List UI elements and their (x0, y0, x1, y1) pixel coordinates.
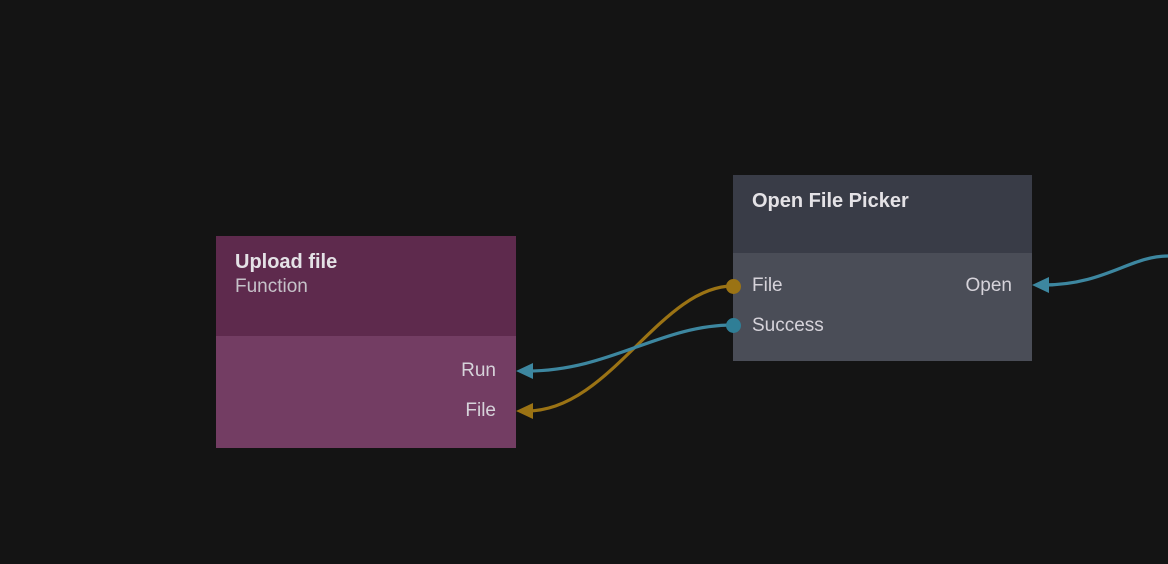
node-open-file-picker[interactable]: Open File Picker File Success Open (733, 175, 1032, 361)
port-upload-file-run[interactable]: Run (461, 360, 496, 382)
edge-file-to-file[interactable] (525, 284, 735, 413)
port-upload-file-file-label: File (465, 400, 496, 421)
node-upload-file-subtitle: Function (235, 276, 308, 297)
port-dot-open-file-picker-success[interactable] (726, 318, 741, 333)
node-upload-file-body: Run File (216, 336, 516, 448)
port-upload-file-file[interactable]: File (465, 400, 496, 422)
edge-file-arrowhead (516, 403, 533, 419)
port-open-file-picker-success-label: Success (752, 315, 824, 336)
edge-offscreen-to-open[interactable] (1041, 254, 1168, 287)
edge-success-to-run[interactable] (525, 323, 735, 373)
port-dot-open-file-picker-file[interactable] (726, 279, 741, 294)
node-upload-file-header[interactable]: Upload file Function (216, 236, 516, 336)
edge-open-arrowhead (1032, 277, 1049, 293)
port-upload-file-run-label: Run (461, 360, 496, 381)
node-open-file-picker-body: File Success Open (733, 253, 1032, 361)
port-open-file-picker-file[interactable]: File (752, 275, 783, 297)
port-open-file-picker-open[interactable]: Open (966, 275, 1012, 297)
port-open-file-picker-open-label: Open (965, 275, 1012, 296)
node-upload-file[interactable]: Upload file Function Run File (216, 236, 516, 448)
edge-run-arrowhead (516, 363, 533, 379)
node-open-file-picker-title: Open File Picker (752, 190, 909, 212)
node-upload-file-title: Upload file (235, 251, 338, 273)
port-open-file-picker-file-label: File (752, 275, 783, 296)
node-open-file-picker-header[interactable]: Open File Picker (733, 175, 1032, 253)
port-open-file-picker-success[interactable]: Success (752, 315, 824, 337)
